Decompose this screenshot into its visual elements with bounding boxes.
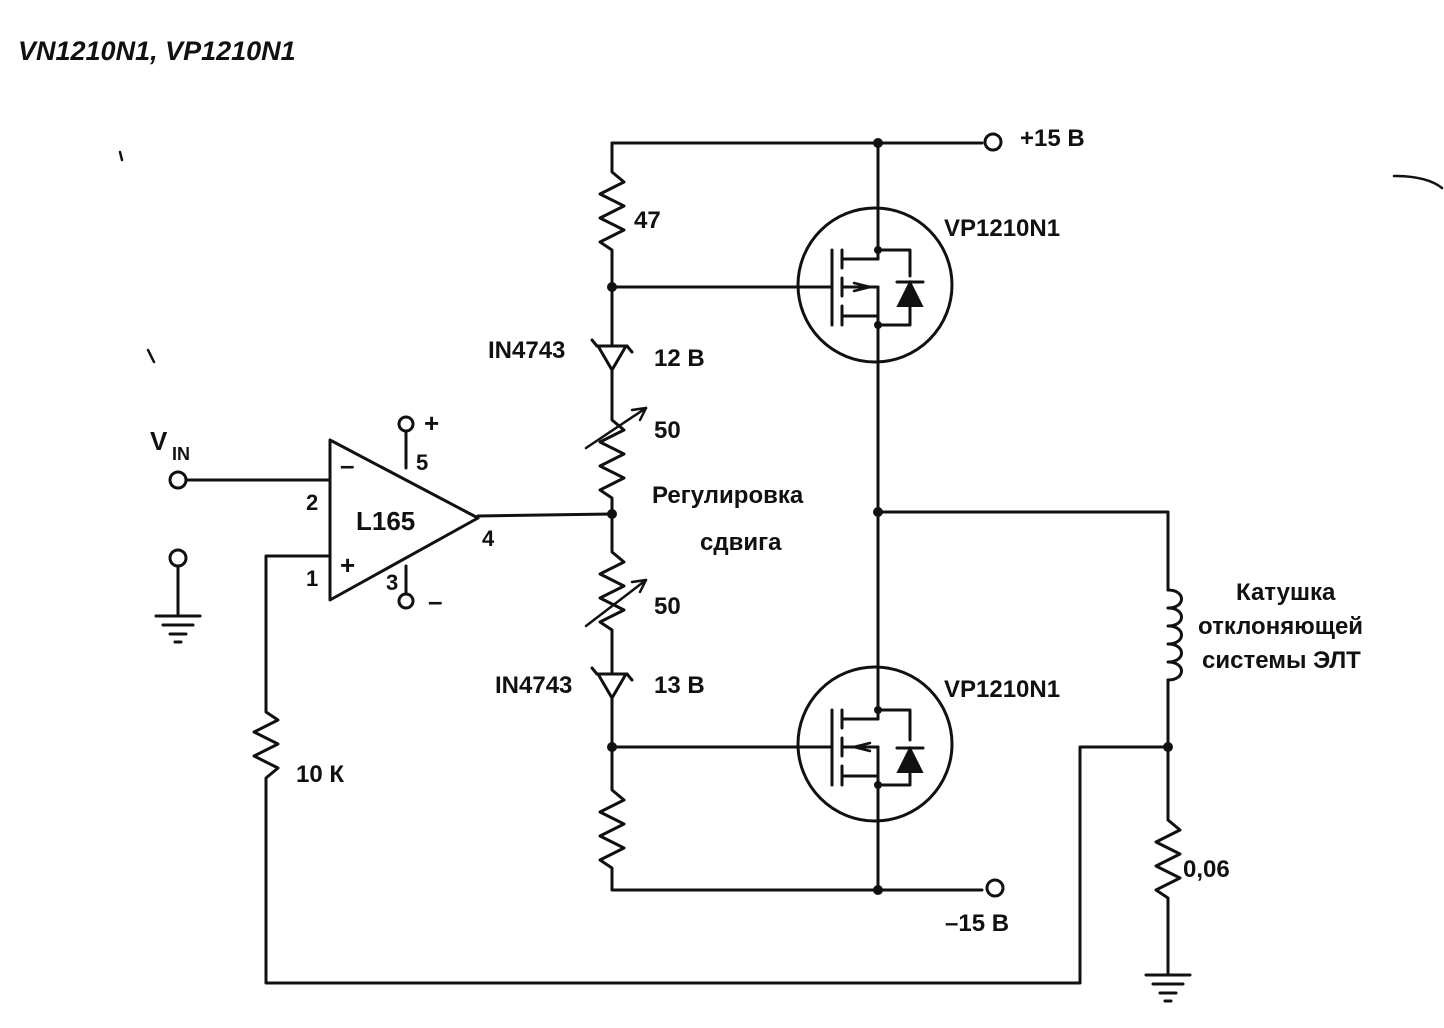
- feedback-resistor-label: 10 К: [296, 761, 344, 788]
- pin-3-label: 3: [386, 570, 398, 595]
- potentiometer-top: [584, 403, 648, 516]
- vin-label: V: [150, 426, 168, 456]
- minus15-terminal: [985, 878, 1005, 898]
- vin-subscript: IN: [172, 444, 190, 464]
- coil-label-line3: системы ЭЛТ: [1202, 647, 1361, 674]
- potentiometer-bottom: [584, 512, 648, 667]
- feedback-wire: [252, 554, 1170, 985]
- offset-label-line1: Регулировка: [652, 482, 804, 509]
- scan-mark: [1392, 174, 1444, 190]
- opamp-label: L165: [356, 506, 415, 536]
- plus15-label: +15 В: [1020, 125, 1085, 152]
- zener-top: [590, 285, 634, 407]
- scan-mark: [118, 150, 124, 162]
- opamp-noninv-sign: +: [340, 550, 355, 580]
- pot-top-label: 50: [654, 417, 681, 444]
- vminus-terminal: [397, 592, 415, 610]
- offset-label-line2: сдвига: [700, 529, 782, 556]
- pin-1-label: 1: [306, 566, 318, 591]
- supply-plus-sign: +: [424, 408, 439, 438]
- coil-label-line1: Катушка: [1236, 579, 1336, 606]
- mosfet-bottom-label: VP1210N1: [944, 676, 1060, 703]
- resistor-bottom: [598, 745, 984, 892]
- sense-resistor: [1144, 745, 1192, 1003]
- minus15-label: –15 В: [945, 910, 1009, 937]
- supply-minus-sign: –: [428, 586, 442, 616]
- pot-bottom-label: 50: [654, 593, 681, 620]
- sense-resistor-label: 0,06: [1183, 856, 1230, 883]
- vplus-terminal: [397, 415, 415, 433]
- mosfet-top: [610, 141, 954, 514]
- mosfet-bottom: [610, 510, 954, 892]
- plus15-terminal: [983, 132, 1003, 152]
- zener-top-part-label: IN4743: [488, 337, 565, 364]
- pin-4-label: 4: [482, 526, 495, 551]
- mosfet-top-label: VP1210N1: [944, 215, 1060, 242]
- deflection-coil: [1166, 588, 1183, 749]
- diagram-title: VN1210N1, VP1210N1: [18, 36, 296, 66]
- zener-bottom: [590, 663, 634, 749]
- scan-mark: [146, 348, 156, 364]
- input-ground: [154, 548, 202, 644]
- pin-2-label: 2: [306, 490, 318, 515]
- input-terminal: [168, 470, 332, 490]
- zener-top-voltage-label: 12 В: [654, 345, 705, 372]
- resistor-47-label: 47: [634, 207, 661, 234]
- pin-5-label: 5: [416, 450, 428, 475]
- positive-rail: [610, 132, 1003, 152]
- coil-top-wire: [876, 510, 1170, 592]
- coil-label-line2: отклоняющей: [1198, 613, 1363, 640]
- resistor-47: [598, 141, 626, 289]
- opamp-l165: [328, 415, 614, 610]
- opamp-inv-sign: –: [340, 450, 354, 480]
- zener-bottom-part-label: IN4743: [495, 672, 572, 699]
- zener-bottom-voltage-label: 13 В: [654, 672, 705, 699]
